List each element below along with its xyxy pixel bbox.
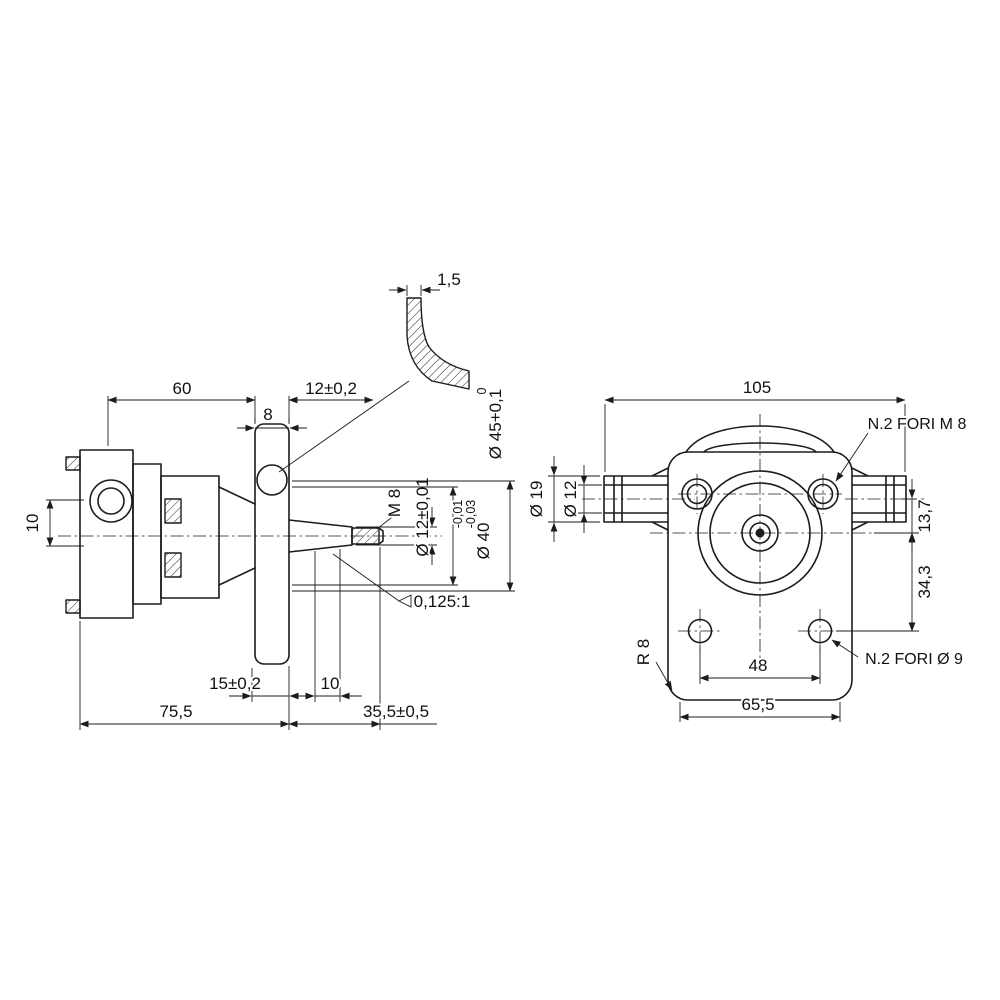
dia12-label: Ø 12±0,01 [413, 477, 432, 556]
note-d9-leader [831, 639, 859, 658]
taper-label: 0,125:1 [414, 592, 471, 611]
pump-housing [160, 475, 220, 599]
dim-12-label: 12±0,2 [305, 379, 357, 398]
taper-leader [332, 553, 400, 602]
housing-detail-top [164, 498, 182, 524]
dim-8-label: 8 [263, 405, 272, 424]
thread-leader [376, 513, 397, 530]
mount-tab-bottom [65, 599, 81, 614]
dia12-front-label: Ø 12 [561, 481, 580, 518]
dia45-ext [292, 480, 515, 592]
dia40-tol-upper: -0,01 [451, 500, 465, 529]
dia40-label: Ø 40 [474, 523, 493, 560]
flange-port-hole [256, 464, 288, 496]
front-flange [667, 451, 853, 701]
dim-137-ext [874, 498, 919, 534]
dim-343-label: 34,3 [915, 565, 934, 598]
dia19-ext [548, 475, 600, 523]
dim-105-label: 105 [743, 378, 771, 397]
dia19-label: Ø 19 [527, 481, 546, 518]
note-m8-leader [835, 432, 869, 482]
dia45-label: Ø 45+0,1 [486, 389, 505, 459]
note-m8-label: N.2 FORI M 8 [868, 416, 967, 433]
housing-cone [218, 486, 256, 586]
side-view: 1,5 60 12±0,2 8 10 M 8 [21, 268, 515, 730]
front-view-dimensions: 105 N.2 FORI M 8 Ø 19 Ø 12 13,7 34,3 [525, 376, 968, 722]
mounting-flange-disc [254, 423, 290, 665]
dim-655-label: 65,5 [741, 695, 774, 714]
front-centerlines [582, 414, 924, 668]
dim-10-left-ext [46, 499, 84, 547]
housing-detail-bottom [164, 552, 182, 578]
side-flange-step [132, 463, 162, 605]
dim-wall-thickness: 1,5 [437, 270, 461, 289]
dim-15-ext [251, 668, 289, 702]
dim-15-label: 15±0,2 [209, 674, 261, 693]
dim-10-bottom-ext [314, 549, 341, 702]
side-view-geometry [58, 423, 442, 665]
taper-flag-icon [397, 594, 412, 608]
thread-label: M 8 [385, 489, 404, 517]
wall-ext-lines [406, 285, 422, 296]
note-d9-label: N.2 FORI Ø 9 [865, 651, 963, 668]
side-flange-plate [79, 449, 134, 619]
mount-tab-top [65, 456, 81, 471]
dia45-tol-zero: 0 [475, 387, 489, 394]
dim-8-ext [254, 418, 290, 429]
dia40-ext [292, 486, 458, 586]
dim-10-bottom-label: 10 [321, 674, 340, 693]
tapered-shaft [288, 519, 353, 553]
dia12-front-ext [578, 484, 602, 514]
dia40-tol-lower: -0,03 [464, 500, 478, 529]
dim-48-label: 48 [749, 656, 768, 675]
front-view-geometry [582, 414, 924, 701]
section-leader-line [278, 380, 410, 473]
dia12-ext [356, 526, 437, 546]
front-view: 105 N.2 FORI M 8 Ø 19 Ø 12 13,7 34,3 [525, 376, 968, 722]
side-port-outer [89, 479, 133, 523]
side-view-dimensions: 60 12±0,2 8 10 M 8 Ø 12±0,01 -0 [21, 377, 515, 730]
port-wall-section [406, 297, 470, 390]
dim-75-label: 75,5 [159, 702, 192, 721]
dim-35-label: 35,5±0,5 [363, 702, 429, 721]
dim-75-ext [79, 621, 290, 730]
dim-60-label: 60 [173, 379, 192, 398]
dim-60-ext [107, 396, 256, 446]
side-port-inner [97, 487, 125, 515]
dim-10-left-label: 10 [23, 514, 42, 533]
dim-105-ext [604, 404, 906, 472]
radius-leader [655, 661, 673, 691]
radius-label: R 8 [634, 639, 653, 665]
section-detail: 1,5 [278, 268, 470, 473]
dim-35-ext [379, 547, 437, 730]
dim-137-label: 13,7 [915, 499, 934, 532]
